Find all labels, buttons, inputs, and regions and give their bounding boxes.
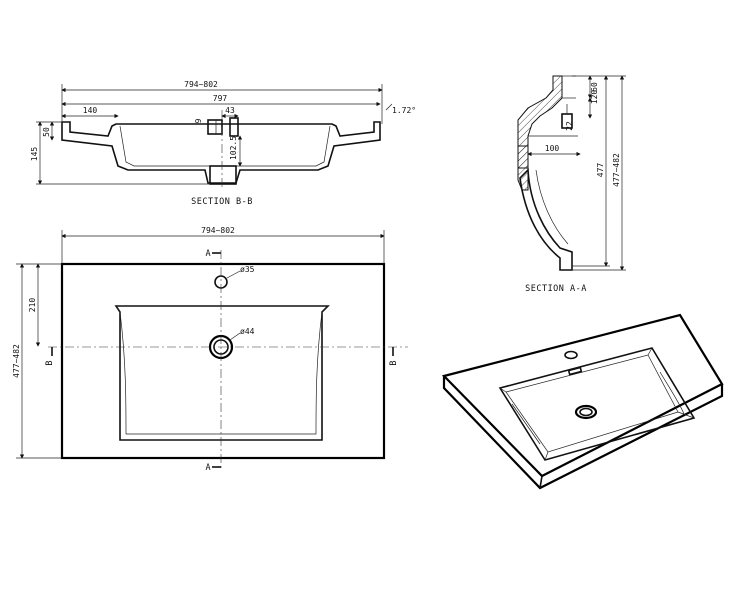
plan-section-b-right: B (389, 360, 399, 365)
plan-tap-offset: 210 (28, 298, 37, 313)
plan-drain-hole-label: ø44 (240, 327, 255, 336)
bb-dim-tap-width: 43 (225, 106, 235, 115)
plan-section-b-left: B (45, 360, 55, 365)
section-aa-view: 60 120 477 477~482 100 22 SECTION A-A (517, 75, 626, 294)
aa-dim-small-22: 22 (565, 121, 574, 131)
bb-dim-overall: 797 (213, 94, 228, 103)
bb-dim-overall-range: 794~802 (184, 80, 218, 89)
plan-view: ø35 ø44 A A B B 794~802 477~482 210 (12, 226, 408, 473)
section-bb-caption: SECTION B-B (191, 197, 253, 207)
aa-dim-depth-477: 477 (596, 163, 605, 178)
plan-width-range: 794~802 (201, 226, 235, 235)
plan-tap-hole-label: ø35 (240, 265, 255, 274)
bb-dim-rim-height: 50 (42, 127, 51, 137)
bb-dim-left-ledge: 140 (83, 106, 98, 115)
aa-dim-offset-100: 100 (545, 144, 560, 153)
aa-dim-top-60: 60 (590, 82, 599, 92)
plan-section-a-top: A (205, 249, 210, 259)
section-bb-view: 794~802 797 140 1.72° 50 145 9 43 102.5 … (30, 80, 416, 207)
plan-section-a-bottom: A (205, 463, 210, 473)
section-aa-caption: SECTION A-A (525, 284, 587, 294)
plan-depth-range: 477~482 (12, 344, 21, 378)
bb-dim-drain-depth: 102.5 (229, 136, 238, 160)
bb-dim-total-height: 145 (30, 147, 39, 162)
isometric-view (441, 313, 724, 490)
bb-dim-tap-offset: 9 (194, 118, 203, 123)
aa-dim-range-477-482: 477~482 (612, 153, 621, 187)
bb-dim-angle: 1.72° (392, 106, 416, 115)
aa-dim-top-120: 120 (590, 90, 599, 105)
